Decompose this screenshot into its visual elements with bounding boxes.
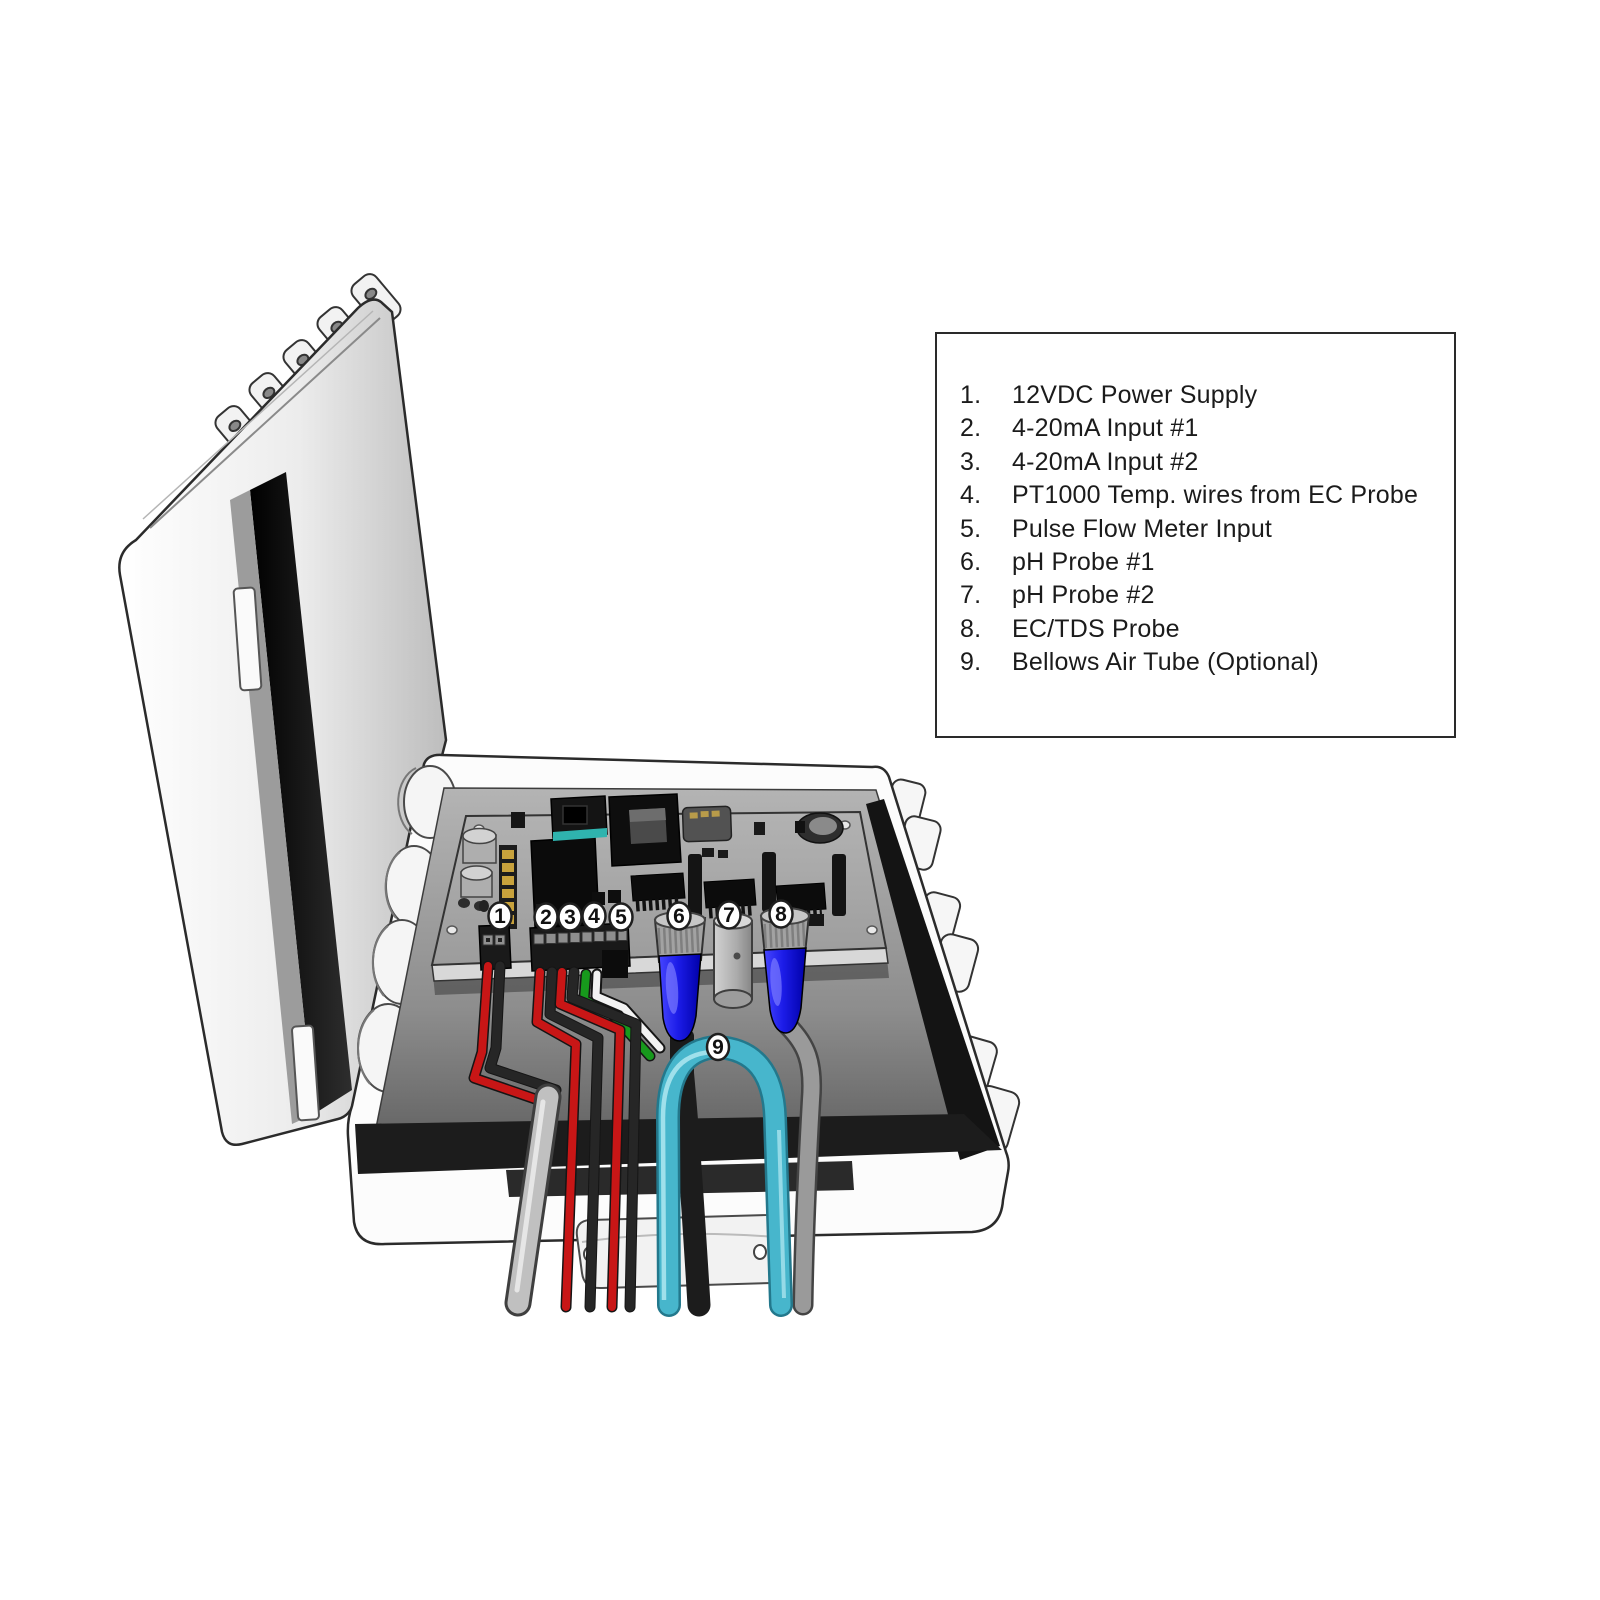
lid-hinge-pin-covers (232, 586, 320, 1122)
legend-item-number: 7. (960, 581, 982, 610)
legend-item: 7. pH Probe #2 (937, 579, 1454, 612)
enclosure-lid (118, 273, 448, 1146)
callout-5: 5 (608, 902, 634, 932)
legend-item: 8. EC/TDS Probe (937, 613, 1454, 646)
ph-probe1-cable (670, 1056, 711, 1317)
legend-item: 2. 4-20mA Input #1 (937, 412, 1454, 445)
callout-1: 1 (487, 901, 513, 931)
legend-item: 3. 4-20mA Input #2 (937, 446, 1454, 479)
small-component (702, 848, 714, 857)
pt1000-white-wire (592, 970, 664, 1052)
power-supply-cable (507, 1086, 559, 1314)
ec-probe-cable (780, 1018, 820, 1313)
legend-item: 5. Pulse Flow Meter Input (937, 513, 1454, 546)
svg-text:3: 3 (564, 906, 576, 929)
legend-item-label: pH Probe #2 (1012, 581, 1155, 610)
legend-item-number: 4. (960, 481, 982, 510)
input2-red-wire (556, 968, 624, 1311)
callout-badges: 1 2 3 4 5 6 7 8 9 (487, 899, 794, 1062)
svg-text:5: 5 (615, 906, 627, 929)
ic-chip (630, 854, 702, 926)
legend-item-number: 1. (960, 381, 982, 409)
callout-4: 4 (581, 901, 607, 931)
small-component (479, 900, 489, 912)
coin-cell-battery (795, 812, 844, 844)
legend-item-number: 5. (960, 514, 982, 543)
svg-text:6: 6 (673, 905, 685, 928)
lid-gasket-stripe (250, 472, 352, 1114)
legend-item-label: PT1000 Temp. wires from EC Probe (1012, 481, 1419, 510)
lid-rim-line (142, 310, 374, 520)
sensor-module (550, 795, 608, 841)
legend-item-label: 12VDC Power Supply (1012, 381, 1258, 409)
callout-7: 7 (716, 900, 742, 930)
right-gasket-band (866, 799, 1000, 1160)
wiring (468, 960, 823, 1317)
flange-hole (753, 1244, 767, 1260)
legend-item-number: 8. (960, 614, 982, 643)
legend-item: 9. Bellows Air Tube (Optional) (937, 646, 1454, 679)
legend-item-number: 2. (960, 414, 982, 443)
lid-rim-line (149, 317, 381, 529)
esp-module (608, 793, 682, 867)
svg-text:8: 8 (775, 903, 787, 926)
input2-black-wire (567, 967, 641, 1312)
callout-2: 2 (533, 902, 559, 932)
small-component (754, 822, 765, 835)
power-black-wire (485, 961, 561, 1095)
legend-item: 4. PT1000 Temp. wires from EC Probe (937, 479, 1454, 512)
terminal-block-power (478, 924, 512, 971)
input1-black-wire (545, 967, 603, 1312)
legend-item-number: 3. (960, 447, 982, 476)
legend-item: 6. pH Probe #1 (937, 546, 1454, 579)
legend-item-label: 4-20mA Input #2 (1012, 447, 1199, 476)
svg-text:9: 9 (712, 1036, 724, 1059)
legend-item-label: 4-20mA Input #1 (1012, 414, 1199, 443)
legend-item-number: 6. (960, 548, 982, 577)
callout-6: 6 (666, 901, 692, 931)
svg-text:4: 4 (588, 905, 600, 928)
power-red-wire (470, 962, 548, 1106)
callout-8: 8 (768, 899, 794, 929)
input1-red-wire (533, 968, 580, 1311)
legend-item-number: 9. (960, 648, 982, 677)
callout-3: 3 (557, 902, 583, 932)
legend-item-label: pH Probe #1 (1012, 548, 1155, 577)
legend-item-label: Bellows Air Tube (Optional) (1012, 648, 1319, 677)
legend-item: 1. 12VDC Power Supply (937, 379, 1454, 412)
legend-item-label: EC/TDS Probe (1012, 614, 1180, 643)
transistor (511, 812, 525, 828)
svg-text:2: 2 (540, 906, 552, 929)
sim-card-slot (681, 805, 733, 843)
svg-text:1: 1 (494, 905, 506, 928)
small-component (718, 850, 728, 858)
capacitor (458, 827, 497, 911)
svg-text:7: 7 (723, 904, 735, 927)
legend-box: 1. 12VDC Power Supply 2. 4-20mA Input #1 3… (935, 332, 1456, 738)
callout-9: 9 (705, 1032, 731, 1062)
jumper-block (608, 890, 621, 903)
legend-item-label: Pulse Flow Meter Input (1012, 514, 1273, 543)
small-component (806, 914, 824, 926)
terminal-strip-inputs (529, 922, 631, 978)
